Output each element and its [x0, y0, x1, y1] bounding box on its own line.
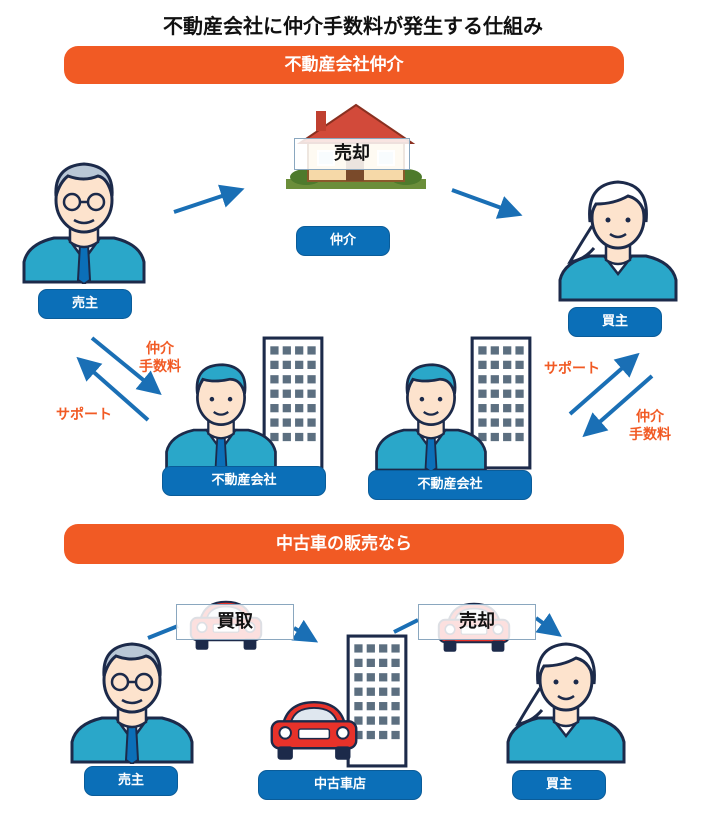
arrow-to-buyer2 [534, 613, 562, 637]
left-support-label: サポート [56, 407, 112, 423]
right-fee-line1: 仲介 [636, 409, 664, 425]
seller2-illustration [70, 642, 194, 764]
arrow-dealer-line [393, 618, 419, 634]
page-title: 不動産会社に仲介手数料が発生する仕組み [163, 14, 543, 38]
arrow-seller2-line [147, 624, 179, 640]
buy-label: 買取 [176, 604, 294, 640]
buyer2-pill: 買主 [512, 770, 606, 800]
section-banner-used-car: 中古車の販売なら [64, 524, 624, 564]
buyer-illustration [558, 180, 678, 302]
seller-illustration [22, 162, 146, 284]
buyer-pill: 買主 [568, 307, 662, 337]
arrow-seller-to-agent [90, 336, 162, 396]
right-support-label: サポート [544, 361, 600, 377]
left-fee-line2: 手数料 [139, 359, 181, 375]
house-sell-label: 売却 [294, 138, 410, 170]
agency-left-pill: 不動産会社 [162, 466, 326, 496]
section-banner-real-estate: 不動産会社仲介 [64, 46, 624, 84]
agent-left-illustration [165, 363, 277, 470]
left-fee-line1: 仲介 [146, 341, 174, 357]
buyer2-illustration [506, 642, 626, 764]
arrow-agent-to-seller [76, 356, 150, 422]
dealer-car-illustration [270, 700, 358, 762]
dealer-pill: 中古車店 [258, 770, 422, 800]
arrow-to-dealer [291, 619, 319, 643]
left-fee-label: 仲介 手数料 [130, 340, 190, 376]
arrow-seller-to-house [173, 184, 245, 214]
brokerage-pill: 仲介 [296, 226, 390, 256]
agency-right-pill: 不動産会社 [368, 470, 532, 500]
arrow-house-to-buyer [451, 188, 523, 219]
seller2-pill: 売主 [84, 766, 178, 796]
agent-right-illustration [375, 363, 487, 470]
dealer-building [346, 634, 408, 768]
right-fee-line2: 手数料 [629, 427, 671, 443]
seller-pill: 売主 [38, 289, 132, 319]
sell-label: 売却 [418, 604, 536, 640]
arrow-agent-to-buyer [568, 352, 640, 416]
right-fee-label: 仲介 手数料 [620, 408, 680, 444]
arrow-buyer-to-agent [582, 374, 654, 438]
